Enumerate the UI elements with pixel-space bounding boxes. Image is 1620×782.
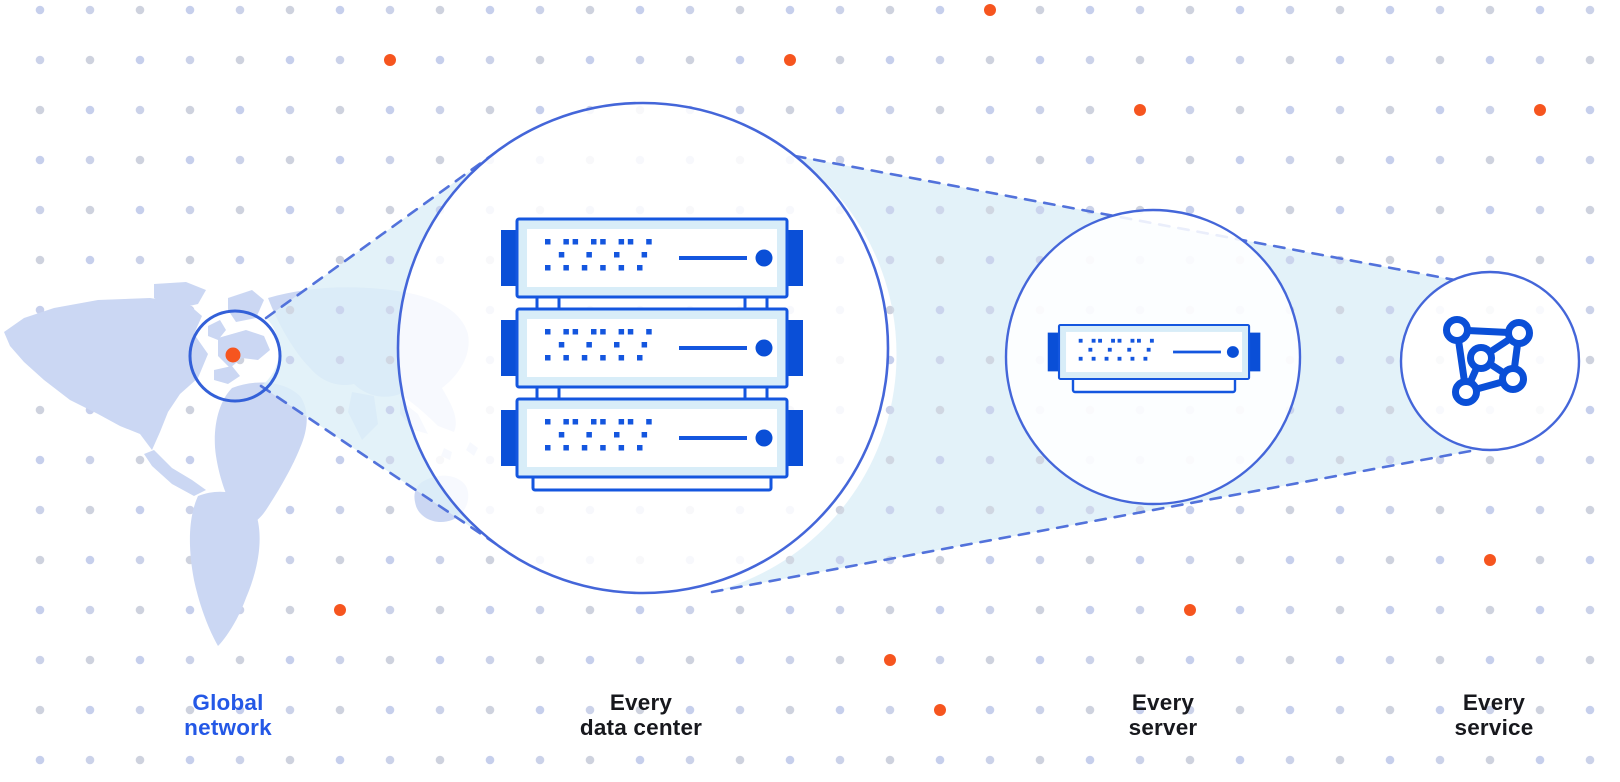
single-server — [1046, 323, 1262, 381]
server-circle — [1004, 208, 1302, 506]
network-icon — [1443, 316, 1533, 406]
label-line: Every — [1462, 690, 1526, 715]
label-line: Global — [192, 690, 264, 715]
label-global-network: Global network — [184, 690, 272, 740]
label-line: Every — [609, 690, 673, 715]
label-every-data-center: Every data center — [580, 690, 702, 740]
server-rack-stack — [499, 217, 805, 492]
rack-server-3 — [499, 397, 805, 479]
service-circle — [1399, 270, 1581, 452]
label-every-service: Every service — [1455, 690, 1534, 740]
rack-server-2 — [499, 307, 805, 389]
label-line: server — [1128, 715, 1198, 740]
label-line: Every — [1131, 690, 1195, 715]
rack-server-1 — [499, 217, 805, 299]
label-every-server: Every server — [1129, 690, 1198, 740]
data-center-circle — [396, 101, 890, 595]
map-location-marker — [225, 347, 241, 363]
label-line: network — [184, 715, 272, 740]
magnifier-circle — [188, 309, 282, 403]
label-line: service — [1454, 715, 1534, 740]
label-line: data center — [579, 715, 703, 740]
